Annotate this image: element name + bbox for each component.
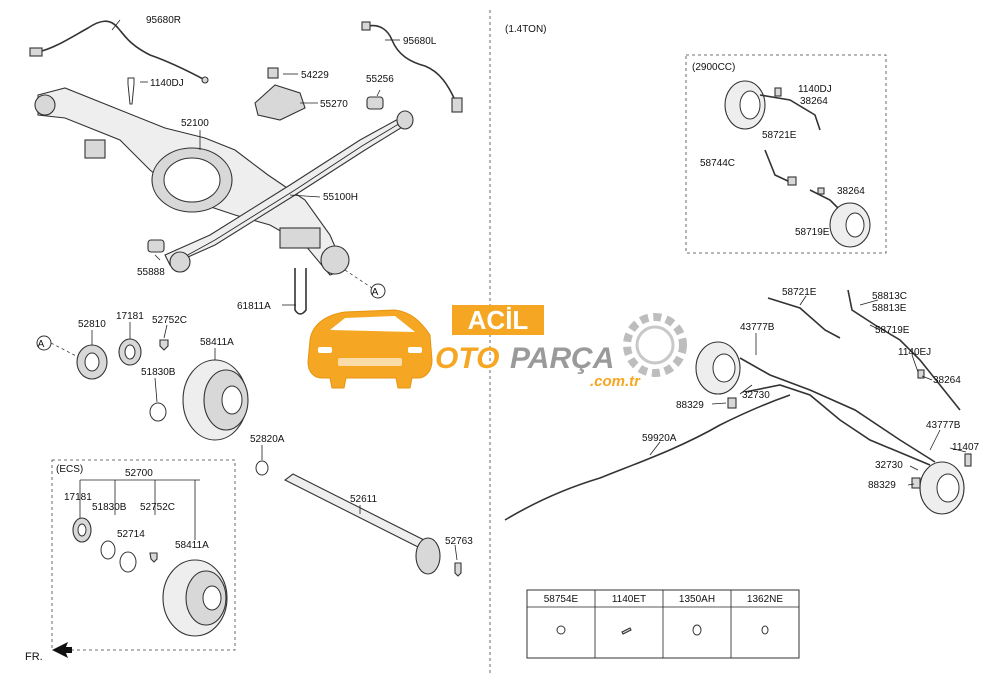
bolt-1140dj	[127, 77, 135, 105]
gear-icon	[623, 313, 687, 377]
callout-a-upper-text: A	[372, 287, 379, 298]
label-55256: 55256	[366, 74, 394, 85]
label-54229: 54229	[301, 70, 329, 81]
label-52100: 52100	[181, 118, 209, 129]
label-52763: 52763	[445, 536, 473, 547]
part-icon-58754e	[556, 625, 566, 635]
label-52820a: 52820A	[250, 434, 285, 445]
label-51830b: 51830B	[141, 367, 176, 378]
label-58719e: 58719E	[875, 325, 910, 336]
hub-drum-parts	[50, 322, 462, 577]
nut-54229	[267, 67, 279, 79]
label-11407: 11407	[952, 442, 980, 453]
label-55270: 55270	[320, 99, 348, 110]
label-32730-a: 32730	[742, 390, 770, 401]
label-52752c: 52752C	[152, 315, 187, 326]
label-95680r: 95680R	[146, 15, 181, 26]
inset-label-38264-b: 38264	[837, 186, 865, 197]
ecs-label-51830b: 51830B	[92, 502, 127, 513]
ecs-labels: (ECS) 52700 17181 51830B 52752C 52714 58…	[56, 464, 209, 551]
inset-label-58744c: 58744C	[700, 158, 735, 169]
label-17181: 17181	[116, 311, 144, 322]
wheel-speed-sensor-l	[367, 24, 456, 101]
label-1140dj: 1140DJ	[150, 78, 184, 89]
bolt-52752c	[159, 339, 169, 351]
small-parts-table	[526, 589, 800, 659]
ecs-label-52700: 52700	[125, 468, 153, 479]
brand-line2-parca: PARÇA	[510, 342, 614, 375]
ecs-label-52714: 52714	[117, 529, 145, 540]
label-58813e: 58813E	[872, 303, 907, 314]
left-labels: 95680R 1140DJ 54229 55270 95680L 55256 5…	[25, 15, 473, 663]
label-59920a: 59920A	[642, 433, 677, 444]
ecs-inset	[51, 459, 236, 651]
rear-axle-assembly	[29, 19, 463, 315]
watermark-logo: ACİL OTO PARÇA .com.tr	[307, 305, 687, 390]
label-38264: 38264	[933, 375, 961, 386]
label-55888: 55888	[137, 267, 165, 278]
inset-2900cc	[685, 54, 887, 254]
table-header-1: 1140ET	[612, 594, 646, 605]
label-1140ej: 1140EJ	[898, 347, 931, 358]
main-parking-cable	[504, 394, 791, 521]
variant-label: (1.4TON)	[505, 24, 547, 35]
label-43777b-a: 43777B	[740, 322, 775, 333]
inset-label-58719e: 58719E	[795, 227, 830, 238]
wheel-speed-sensor-r	[37, 20, 206, 81]
callout-a-lower-text: A	[38, 339, 45, 350]
front-direction-arrow	[52, 642, 72, 658]
axle-shaft-52611	[283, 473, 430, 549]
inset-label-38264-a: 38264	[800, 96, 828, 107]
inset-label-58721e: 58721E	[762, 130, 797, 141]
label-52611: 52611	[350, 494, 378, 505]
right-labels: (1.4TON) (2900CC) 1140DJ 38264 58721E 58…	[505, 24, 980, 605]
bolt-52763	[454, 562, 462, 577]
label-55100h: 55100H	[323, 192, 358, 203]
bushing-55888	[147, 239, 165, 253]
table-header-2: 1350AH	[679, 594, 715, 605]
label-43777b-b: 43777B	[926, 420, 961, 431]
label-88329-b: 88329	[868, 480, 896, 491]
parking-brake-cables	[504, 289, 972, 521]
inset-title: (2900CC)	[692, 62, 735, 73]
part-icon-1350ah	[692, 624, 702, 636]
bump-stopper	[254, 84, 306, 121]
label-58721e: 58721E	[782, 287, 817, 298]
part-icon-1140et	[621, 627, 632, 635]
label-58813c: 58813C	[872, 291, 907, 302]
inset-label-1140dj: 1140DJ	[798, 84, 832, 95]
label-58411a: 58411A	[200, 337, 234, 348]
bushing-55256	[366, 96, 384, 110]
part-icon-1362ne	[761, 625, 769, 635]
callout-a-upper	[370, 283, 386, 299]
label-95680l: 95680L	[403, 36, 437, 47]
fr-label: FR.	[25, 651, 43, 663]
table-header-0: 58754E	[544, 594, 579, 605]
label-88329-a: 88329	[676, 400, 704, 411]
label-32730-b: 32730	[875, 460, 903, 471]
label-52810: 52810	[78, 319, 106, 330]
ecs-label-17181: 17181	[64, 492, 92, 503]
brand-line1: ACİL	[468, 305, 529, 335]
o-ring-51830b	[149, 402, 167, 422]
ecs-title: (ECS)	[56, 464, 83, 475]
u-bolt	[294, 268, 307, 315]
ecs-label-52752c: 52752C	[140, 502, 175, 513]
label-61811a: 61811A	[237, 301, 271, 312]
o-ring-52820a	[255, 460, 269, 476]
brand-line2-oto: OTO	[435, 342, 499, 375]
brand-domain: .com.tr	[590, 373, 641, 390]
ecs-label-58411a: 58411A	[175, 540, 209, 551]
table-header-3: 1362NE	[747, 594, 783, 605]
